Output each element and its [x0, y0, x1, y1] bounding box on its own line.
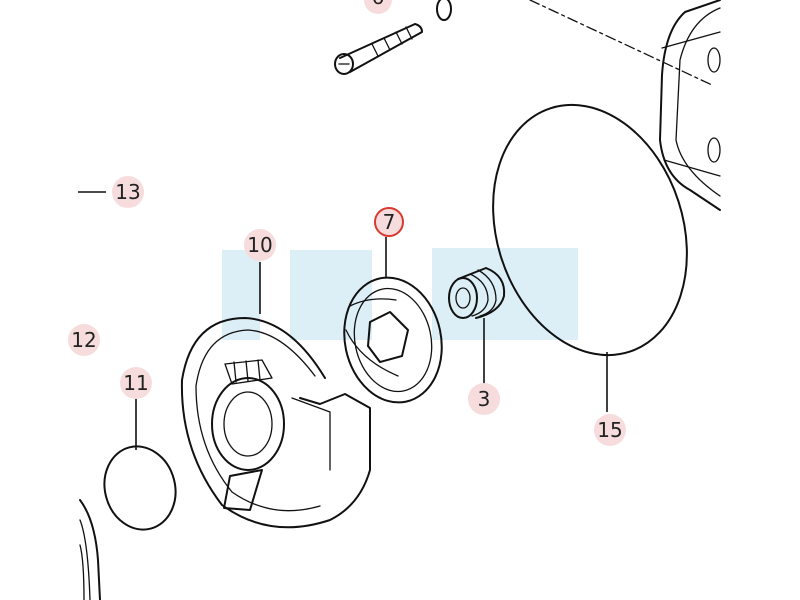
small-seal-ring	[436, 0, 452, 21]
partial-part-bottom-left	[79, 499, 101, 600]
callout-3-label: 3	[478, 387, 491, 411]
bushing-part	[448, 267, 506, 319]
callout-10: 10	[244, 229, 276, 261]
callout-7-highlighted: 7	[374, 207, 404, 237]
callout-11-label: 11	[123, 371, 148, 395]
highlight-ring	[374, 207, 404, 237]
callout-3: 3	[468, 383, 500, 415]
callout-10-label: 10	[247, 233, 272, 257]
callout-12-label: 12	[71, 328, 96, 352]
callout-13: 13	[112, 176, 144, 208]
callout-6-label: 6	[372, 0, 385, 9]
callout-11: 11	[120, 367, 152, 399]
screw-part	[334, 23, 423, 75]
small-o-ring	[103, 445, 177, 531]
callout-15-label: 15	[597, 418, 622, 442]
callout-12: 12	[68, 324, 100, 356]
pulley-cover-part	[180, 317, 371, 529]
leader-lines	[78, 191, 608, 450]
callout-7-label: 7	[383, 210, 396, 234]
housing-part	[659, 0, 721, 211]
callout-6: 6	[364, 0, 392, 14]
dash-guide-line	[529, 0, 713, 86]
large-o-ring	[492, 103, 688, 357]
callout-13-label: 13	[115, 180, 140, 204]
recoil-spring-part	[343, 276, 443, 404]
callout-15: 15	[594, 414, 626, 446]
